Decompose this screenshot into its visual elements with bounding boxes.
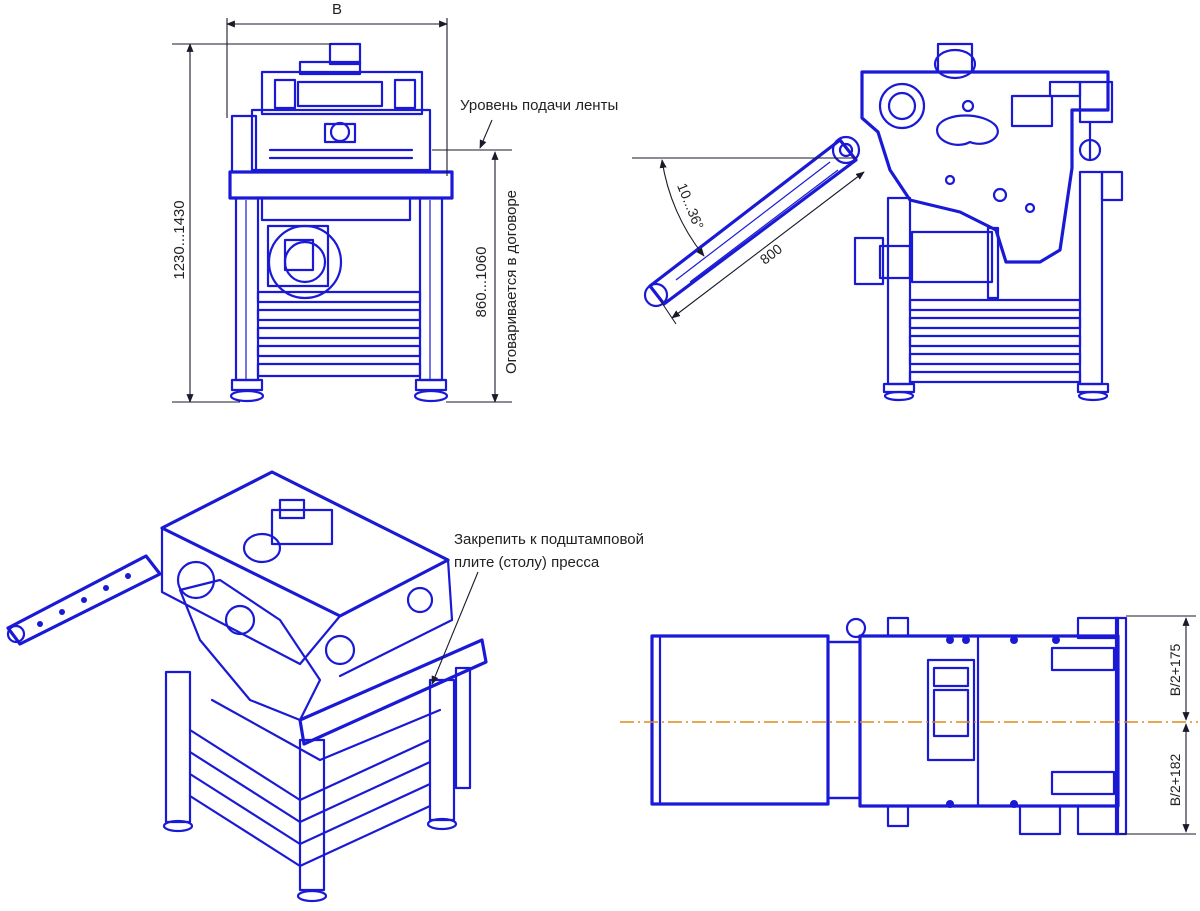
feed-level-leader — [432, 119, 512, 151]
front-view — [228, 42, 454, 403]
feed-level-note: Уровень подачи ленты — [460, 97, 618, 114]
arm-length-label: 800 — [757, 240, 785, 267]
height-label: 1230...1430 — [171, 200, 188, 279]
front-height-dimension — [172, 43, 332, 403]
table-height-label: 860...1060 — [473, 247, 490, 318]
mount-note-line2: плите (столу) пресса — [454, 554, 600, 571]
width-label: B — [332, 1, 342, 18]
lower-offset-label: B/2+182 — [1167, 754, 1183, 807]
table-height-note: Оговаривается в договоре — [503, 190, 520, 374]
side-view — [643, 42, 1124, 402]
upper-offset-label: B/2+175 — [1167, 644, 1183, 697]
top-view — [650, 616, 1128, 836]
mount-note-line1: Закрепить к подштамповой — [454, 531, 644, 548]
arm-length-dimension — [659, 171, 865, 325]
isometric-view — [6, 470, 488, 903]
mount-note-leader — [431, 571, 479, 685]
angle-label: 10...36° — [674, 181, 707, 232]
top-offset-dimensions — [1120, 615, 1196, 835]
table-height-dimension — [446, 151, 512, 403]
